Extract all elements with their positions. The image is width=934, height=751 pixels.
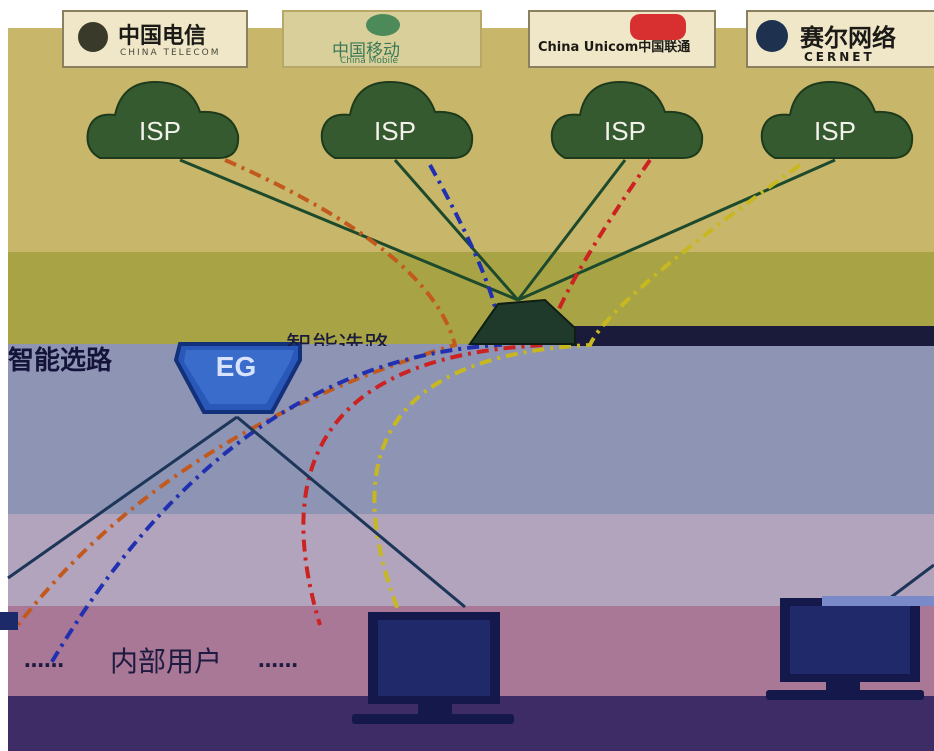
- logo-china-telecom: 中国电信 CHINA TELECOM: [62, 10, 248, 68]
- route-telecom: [16, 158, 458, 627]
- logo-china-mobile-sub: China Mobile: [340, 56, 399, 66]
- isp-label-3: ISP: [604, 116, 646, 146]
- uplink-4: [517, 158, 836, 302]
- logo-china-mobile-text: 中国移动: [332, 41, 400, 61]
- isp-label-2: ISP: [374, 116, 416, 146]
- isp-label-4: ISP: [814, 116, 856, 146]
- route-cernet: [372, 163, 802, 616]
- user-link-mid: [236, 415, 466, 609]
- logo-china-mobile: 中国移动 China Mobile: [282, 10, 482, 68]
- route-unicom: [301, 158, 652, 626]
- isp-cloud-2: [320, 80, 474, 159]
- logo-cernet-text: 赛尔网络: [800, 24, 896, 52]
- china-mobile-emblem-icon: [366, 14, 400, 36]
- isp-uplinks: [179, 158, 836, 302]
- isp-cloud-1: [86, 80, 240, 159]
- logo-china-unicom: China Unicom中国联通: [528, 10, 716, 68]
- route-paths: [16, 158, 802, 667]
- band-dark-strip: [570, 326, 934, 346]
- logo-cernet: 赛尔网络 CERNET: [746, 10, 934, 68]
- china-telecom-emblem-icon: [78, 22, 108, 52]
- band-lilac: [8, 514, 934, 606]
- isp-cloud-4: [760, 80, 914, 159]
- user-monitor-center-icon: [352, 612, 514, 724]
- users-ellipsis-left: ……: [24, 648, 64, 672]
- china-unicom-knot-icon: [630, 14, 686, 40]
- logo-china-unicom-text: China Unicom中国联通: [538, 40, 691, 55]
- uplink-2: [393, 159, 520, 301]
- internal-users-label: 内部用户: [110, 645, 223, 678]
- users-ellipsis-right: ……: [258, 648, 298, 672]
- logo-china-telecom-sub: CHINA TELECOM: [120, 48, 221, 58]
- logo-cernet-sub: CERNET: [804, 50, 875, 64]
- isp-cloud-3: [550, 80, 704, 159]
- route-mobile: [48, 164, 503, 667]
- user-monitor-left-icon: [0, 612, 18, 630]
- logo-china-telecom-text: 中国电信: [118, 24, 207, 49]
- user-link-left: [7, 415, 238, 580]
- uplink-3: [516, 159, 627, 301]
- user-links: [7, 415, 934, 609]
- gateway-eg-icon: [173, 342, 302, 414]
- user-link-right: [889, 563, 934, 600]
- uplink-1: [179, 158, 519, 302]
- cernet-globe-icon: [756, 20, 788, 52]
- band-gray-blue: [8, 344, 934, 514]
- gateway-eg-label: EG: [216, 351, 256, 382]
- isp-label-1: ISP: [139, 116, 181, 146]
- diagram-title-partial: 智能选路: [286, 326, 390, 346]
- gateway-top-icon: [468, 298, 576, 345]
- diagram-title: 智能选路: [8, 346, 113, 376]
- user-monitor-right-icon: [766, 596, 934, 700]
